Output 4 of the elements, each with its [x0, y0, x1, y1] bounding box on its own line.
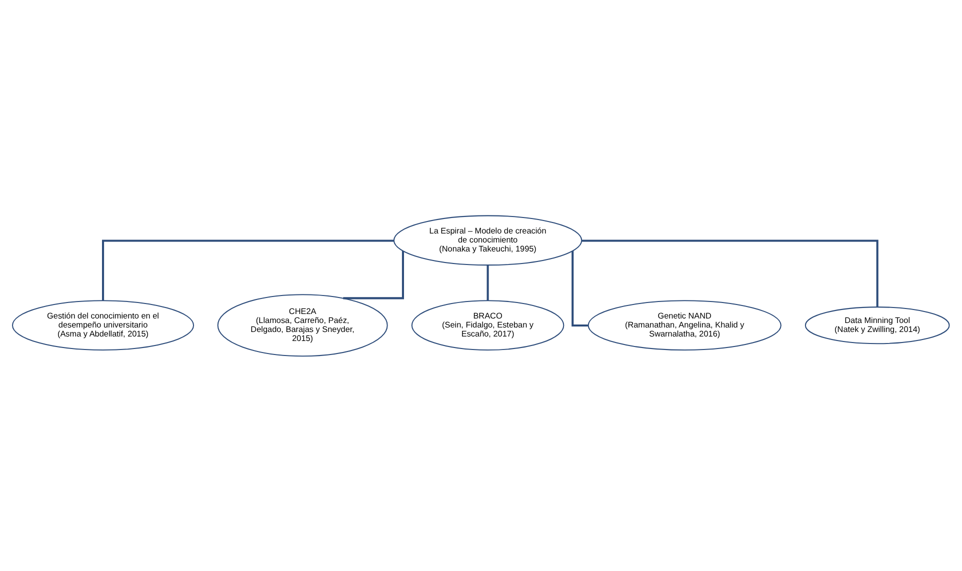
connector [102, 239, 394, 300]
connector [343, 250, 404, 299]
connector [582, 239, 878, 306]
connector [486, 264, 489, 300]
